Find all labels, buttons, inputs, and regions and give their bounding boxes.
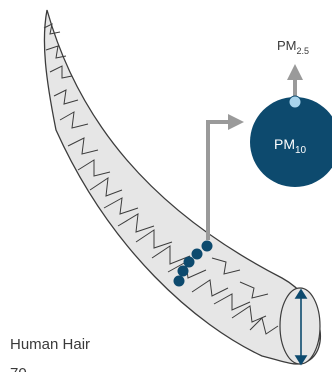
human-hair-strand xyxy=(44,10,320,364)
pm25-particle xyxy=(289,96,301,108)
hair-cross-section xyxy=(280,288,320,364)
hair-label: Human Hair xyxy=(10,336,90,353)
hair-size-label: 70 xyxy=(10,365,27,372)
pm25-label: PM2.5 xyxy=(277,38,309,56)
particle xyxy=(178,266,189,277)
connector-arrow xyxy=(208,122,236,240)
particle xyxy=(174,276,185,287)
hair-outline xyxy=(44,10,320,364)
particle xyxy=(192,249,203,260)
particle xyxy=(184,257,195,268)
particle xyxy=(202,241,213,252)
